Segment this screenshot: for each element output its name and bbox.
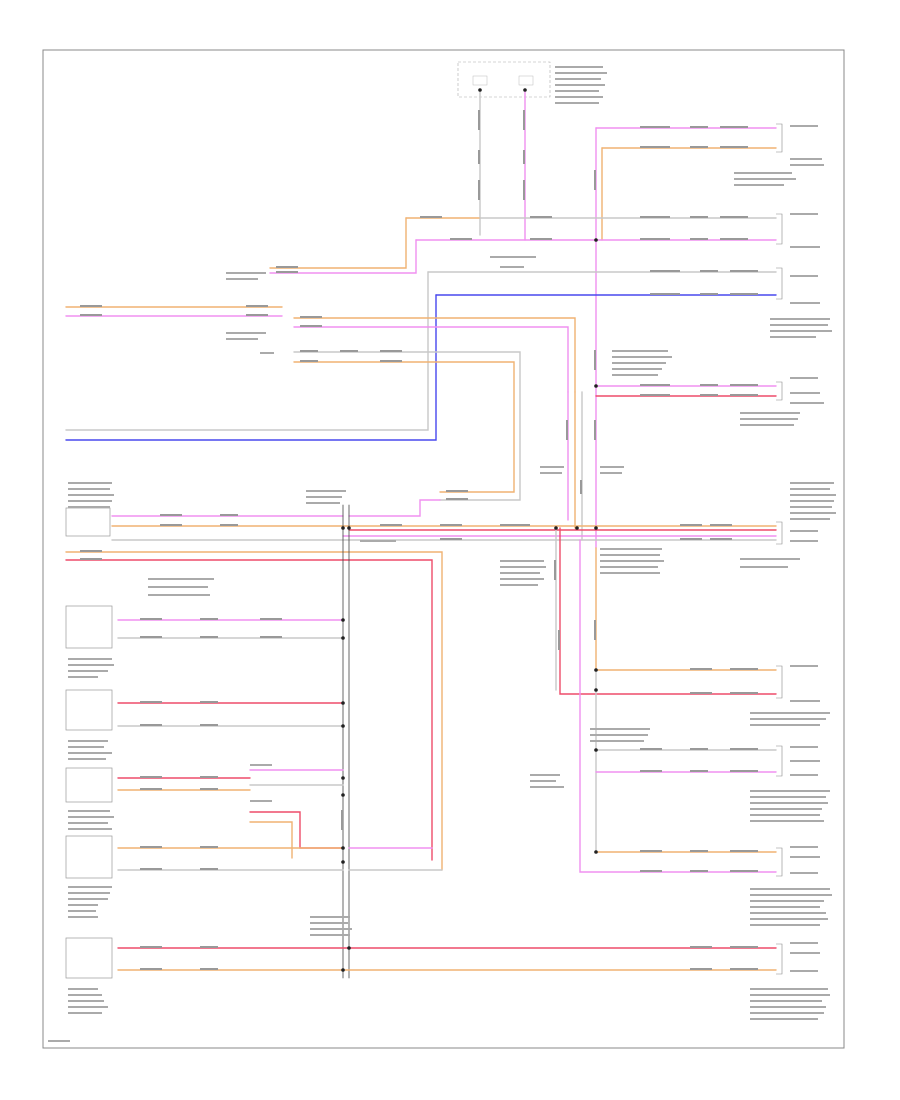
splice-dot [341,701,345,705]
splice-dot [341,793,345,797]
splice-dot [594,748,598,752]
wire-orange [65,551,443,871]
splice-dot [523,88,527,92]
wire-gray [65,271,429,431]
module-box [65,937,113,979]
wire-pink [293,326,569,393]
splice-dot [341,526,345,530]
splice-dot [594,384,598,388]
splice-dot [594,688,598,692]
wires [65,89,777,979]
left-modules [65,507,113,979]
wire-pink [348,499,441,517]
module-box [65,689,113,731]
splice-nodes [341,88,598,972]
module-box [65,605,113,649]
splice-dot [341,724,345,728]
splice-dot [594,668,598,672]
wire-orange [249,821,293,859]
vertical-wire-tags [341,110,596,830]
splice-dot [478,88,482,92]
splice-dot [341,636,345,640]
splice-dot [594,238,598,242]
wire-red [65,559,433,861]
top-connector [457,61,551,98]
module-box [65,507,111,537]
wire-red [249,811,344,849]
splice-dot [575,526,579,530]
module-box [65,767,113,803]
splice-dot [341,860,345,864]
wire-tags [80,126,758,970]
splice-dot [554,526,558,530]
wire-orange [269,217,407,269]
splice-dot [347,526,351,530]
wire-orange [293,317,576,393]
splice-dot [594,526,598,530]
wire-orange [293,361,515,493]
right-connectors [776,123,783,975]
wire-pink [579,539,777,873]
wire-gray [293,351,521,501]
splice-dot [341,618,345,622]
splice-dot [341,846,345,850]
diagram-border [42,49,845,1049]
splice-dot [341,968,345,972]
wire-pink [269,239,417,274]
splice-dot [347,946,351,950]
splice-dot [341,776,345,780]
module-box [65,835,113,879]
diagram-labels [48,66,836,1042]
splice-dot [594,850,598,854]
wire-blue [65,294,437,441]
